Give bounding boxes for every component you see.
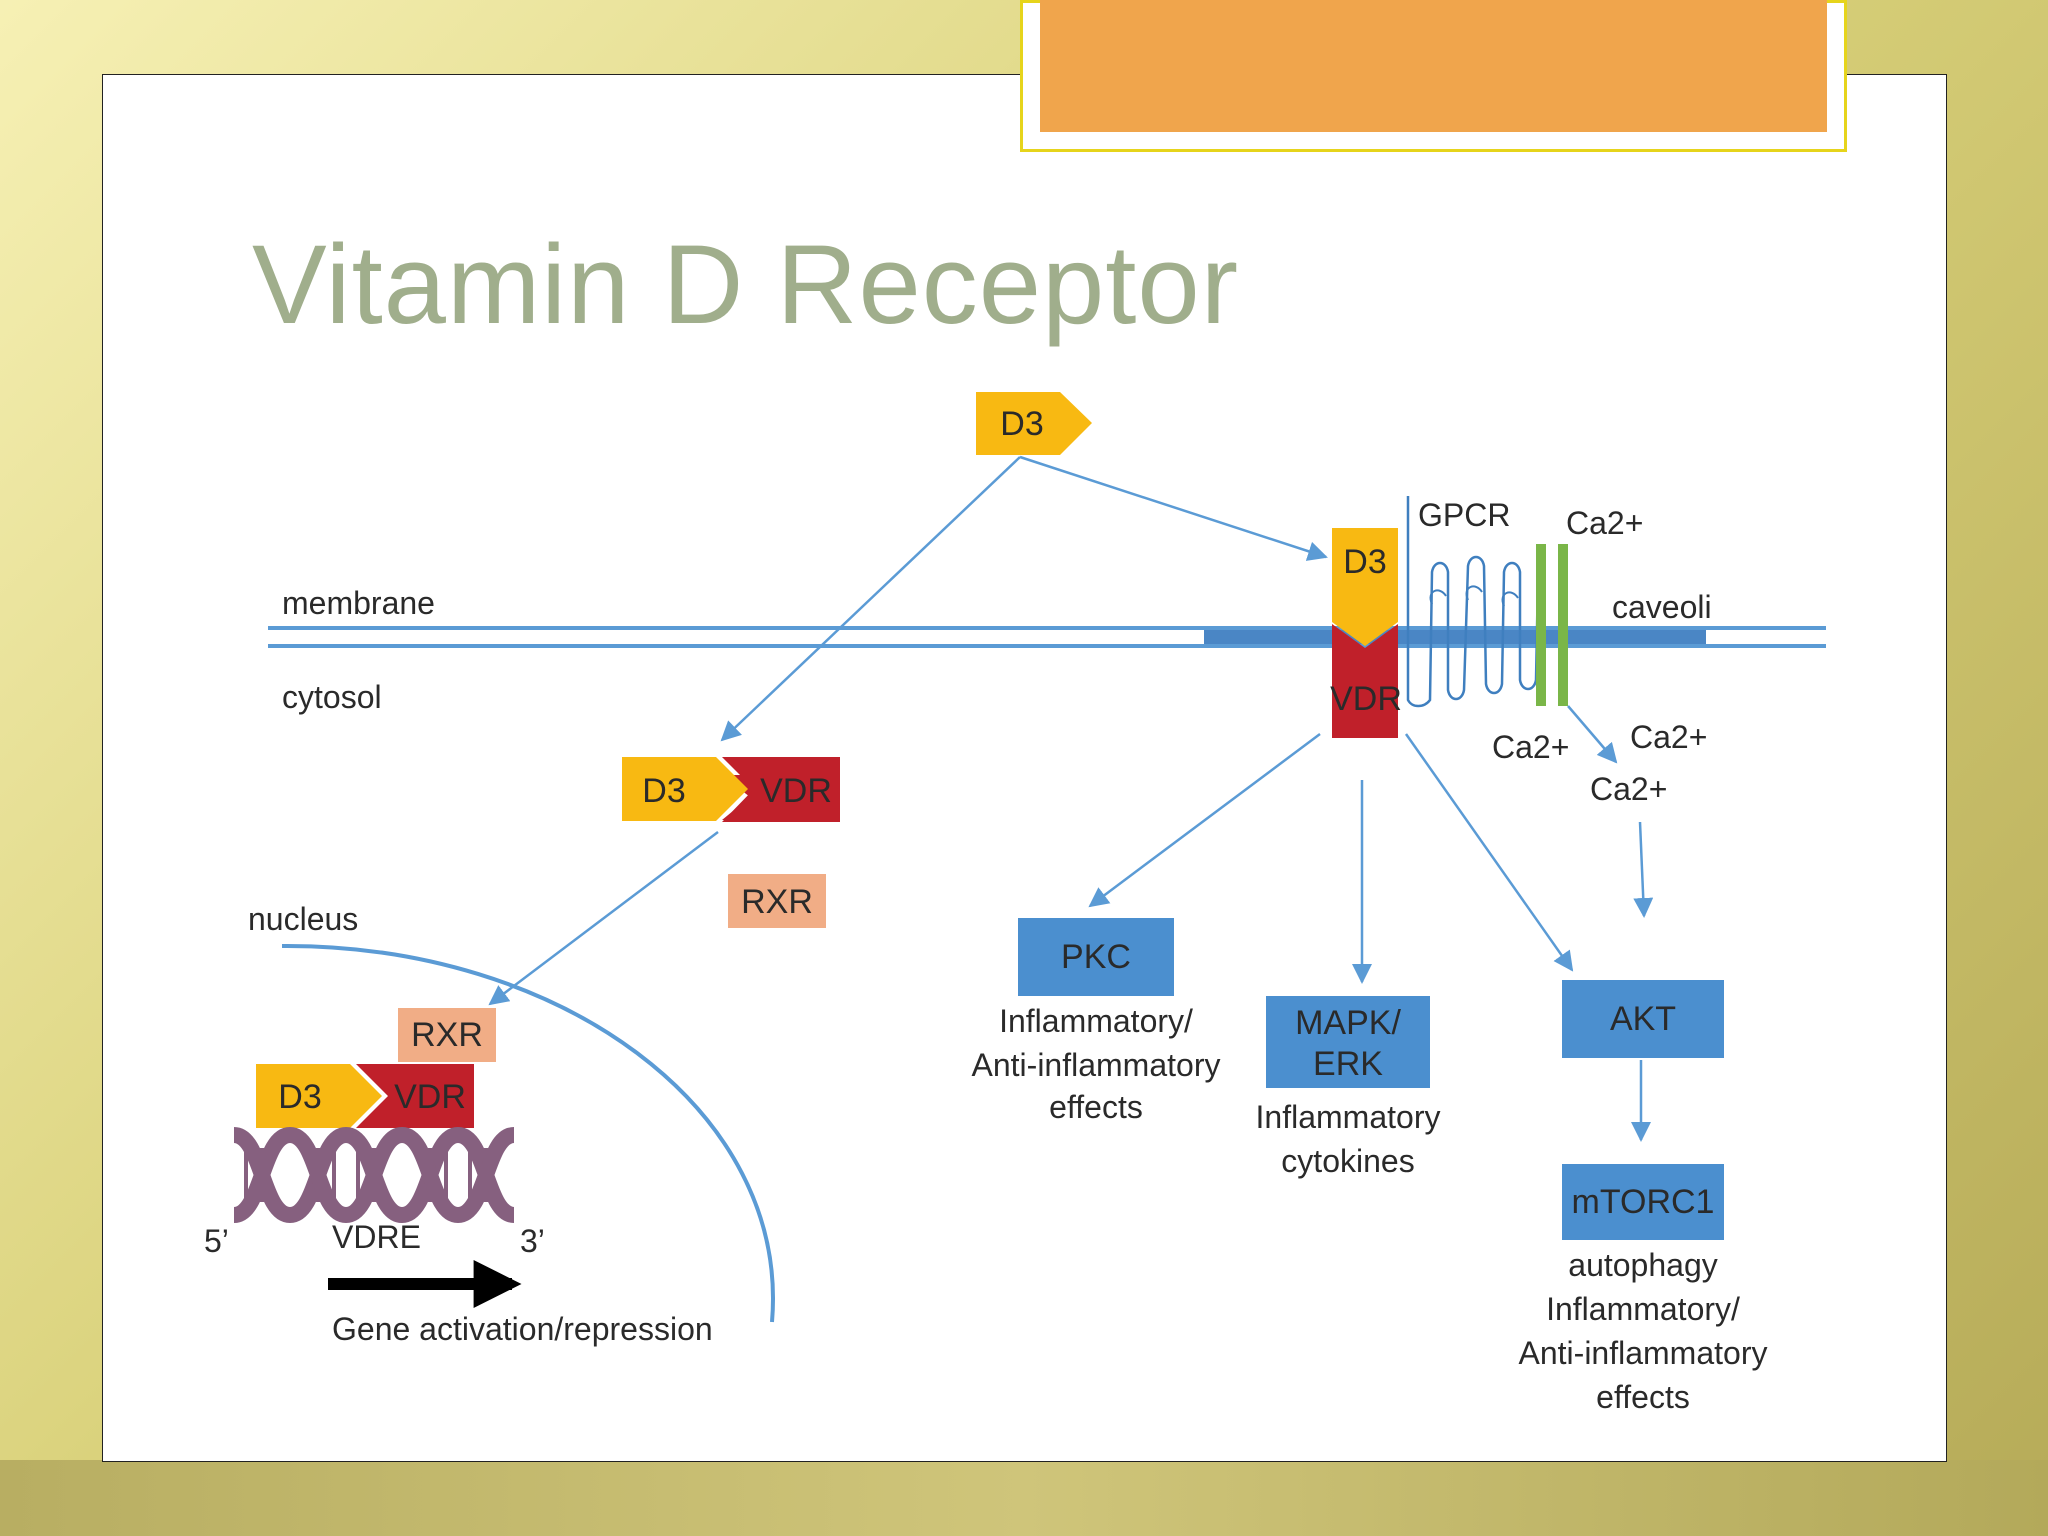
arrow-vdr-to-pkc (1088, 732, 1321, 908)
nuclear-rxr-box (398, 1008, 496, 1062)
nuclear-vdr-shape (356, 1064, 474, 1128)
mtorc-effect-line-1: autophagy (1568, 1247, 1717, 1283)
mtorc-effect-line-3: Anti-inflammatory (1519, 1335, 1768, 1371)
cyto-d3-label: D3 (642, 772, 685, 810)
accent-bar (1040, 0, 1827, 132)
arrow-ca-influx (1567, 705, 1618, 764)
arrow-vdr-to-akt (1404, 733, 1574, 972)
caveoli-region (1204, 630, 1706, 644)
cyto-vdr-shape-2 (722, 757, 840, 822)
background-band (0, 1460, 2048, 1536)
pkc-label: PKC (1061, 938, 1131, 976)
slide-title: Vitamin D Receptor (252, 222, 1240, 347)
nucleus-label: nucleus (248, 901, 358, 937)
akt-box (1562, 980, 1724, 1058)
mtorc-effect-line-2: Inflammatory/ (1546, 1291, 1740, 1327)
mapk-label: MAPK/ (1295, 1004, 1401, 1042)
free-rxr-label: RXR (741, 883, 813, 921)
pkc-box (1018, 918, 1174, 996)
akt-label: AKT (1610, 1000, 1676, 1038)
nuclear-envelope (281, 943, 775, 1323)
arrow-d3-to-cytosol (720, 456, 1021, 742)
pkc-effect-line-3: effects (1049, 1089, 1143, 1125)
cytosol-label: cytosol (282, 679, 382, 715)
mtorc1-label: mTORC1 (1572, 1183, 1715, 1221)
free-rxr-box (728, 874, 826, 928)
ca-channel-right (1558, 544, 1568, 706)
arrow-d3-to-membrane (1019, 455, 1328, 561)
caveoli-label: caveoli (1612, 589, 1712, 625)
arrow-complex-to-nucleus (488, 831, 719, 1006)
erk-label: ERK (1313, 1045, 1383, 1083)
nuclear-rxr-label: RXR (411, 1016, 483, 1054)
free-d3-label: D3 (1000, 405, 1043, 443)
dna-helix (232, 1126, 516, 1224)
pkc-effect-line-2: Anti-inflammatory (972, 1047, 1221, 1083)
gpcr-label: GPCR (1418, 497, 1510, 533)
ca-channel-left (1536, 544, 1546, 706)
membrane-vdr-label: VDR (1330, 680, 1402, 718)
membrane-d3-shape (1332, 528, 1398, 646)
mapk-erk-box (1266, 996, 1430, 1088)
arrow-ca-to-akt (1633, 821, 1654, 918)
membrane-vdr-shape (1332, 624, 1398, 738)
mtorc1-box (1562, 1164, 1724, 1240)
gpcr-loops (1429, 585, 1519, 607)
nuclear-d3-shape (256, 1064, 382, 1128)
ca-top-label: Ca2+ (1566, 505, 1643, 541)
gene-activation-label: Gene activation/repression (332, 1311, 713, 1347)
nuclear-d3-label: D3 (278, 1078, 321, 1116)
five-prime-label: 5’ (204, 1223, 229, 1259)
free-d3-shape (976, 392, 1092, 455)
dna-base-pairs (244, 1148, 488, 1202)
mapk-effect-line-1: Inflammatory (1256, 1099, 1441, 1135)
membrane-layer (268, 626, 1826, 648)
vdre-label: VDRE (332, 1219, 421, 1255)
ca-lower-label: Ca2+ (1590, 771, 1667, 807)
cyto-vdr-label: VDR (760, 772, 832, 810)
membrane-d3-label: D3 (1343, 543, 1386, 581)
cyto-d3-shape (622, 757, 748, 821)
gpcr-shape (1406, 496, 1540, 708)
mapk-effect-line-2: cytokines (1281, 1143, 1414, 1179)
ca-right-label: Ca2+ (1630, 719, 1707, 755)
nuclear-vdr-label: VDR (394, 1078, 466, 1116)
mtorc-effect-line-4: effects (1596, 1379, 1690, 1415)
three-prime-label: 3’ (520, 1223, 545, 1259)
ca-left-label: Ca2+ (1492, 729, 1569, 765)
membrane-label: membrane (282, 585, 435, 621)
pkc-effect-line-1: Inflammatory/ (999, 1003, 1193, 1039)
